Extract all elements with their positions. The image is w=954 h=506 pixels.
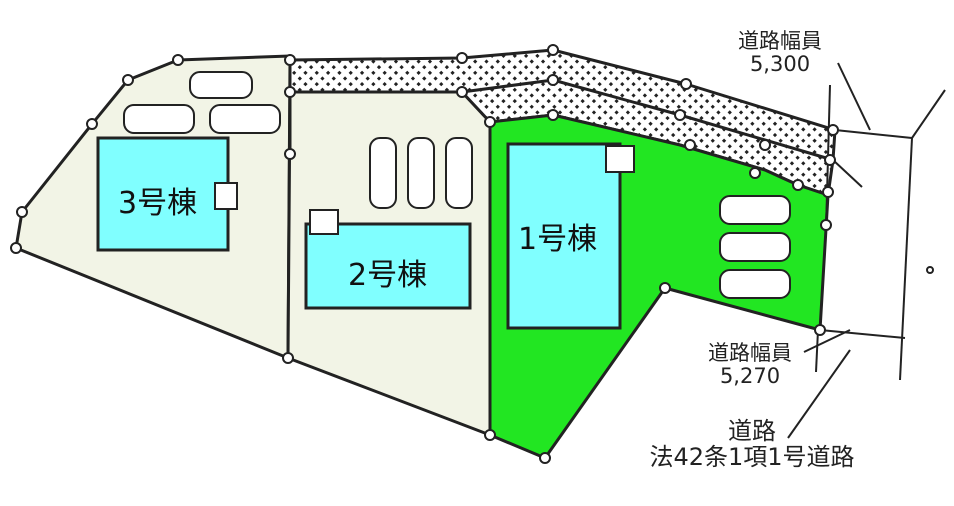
parking-cars	[123, 71, 791, 299]
building-2	[304, 222, 472, 310]
road-type: 法42条1項1号道路	[649, 443, 855, 472]
boundary-markers	[10, 44, 839, 464]
road-label: 道路	[728, 417, 776, 445]
building-2-label: 2号棟	[348, 258, 428, 293]
stairs-1	[605, 145, 635, 173]
building-3-label: 3号棟	[118, 186, 198, 221]
road-width-north: 道路幅員 5,300	[720, 29, 840, 77]
road-width-north-label: 道路幅員	[738, 29, 822, 53]
road-width-south-label: 道路幅員	[708, 341, 792, 365]
road-width-south: 道路幅員 5,270	[690, 341, 810, 389]
building-1	[506, 142, 622, 330]
road-width-south-value: 5,270	[719, 364, 781, 389]
building-3	[96, 136, 230, 252]
road-note: 道路 法42条1項1号道路	[620, 418, 884, 471]
stairs-3	[214, 182, 238, 210]
stairs-2	[309, 209, 339, 235]
road-width-north-value: 5,300	[749, 52, 811, 77]
building-1-label: 1号棟	[518, 222, 598, 257]
